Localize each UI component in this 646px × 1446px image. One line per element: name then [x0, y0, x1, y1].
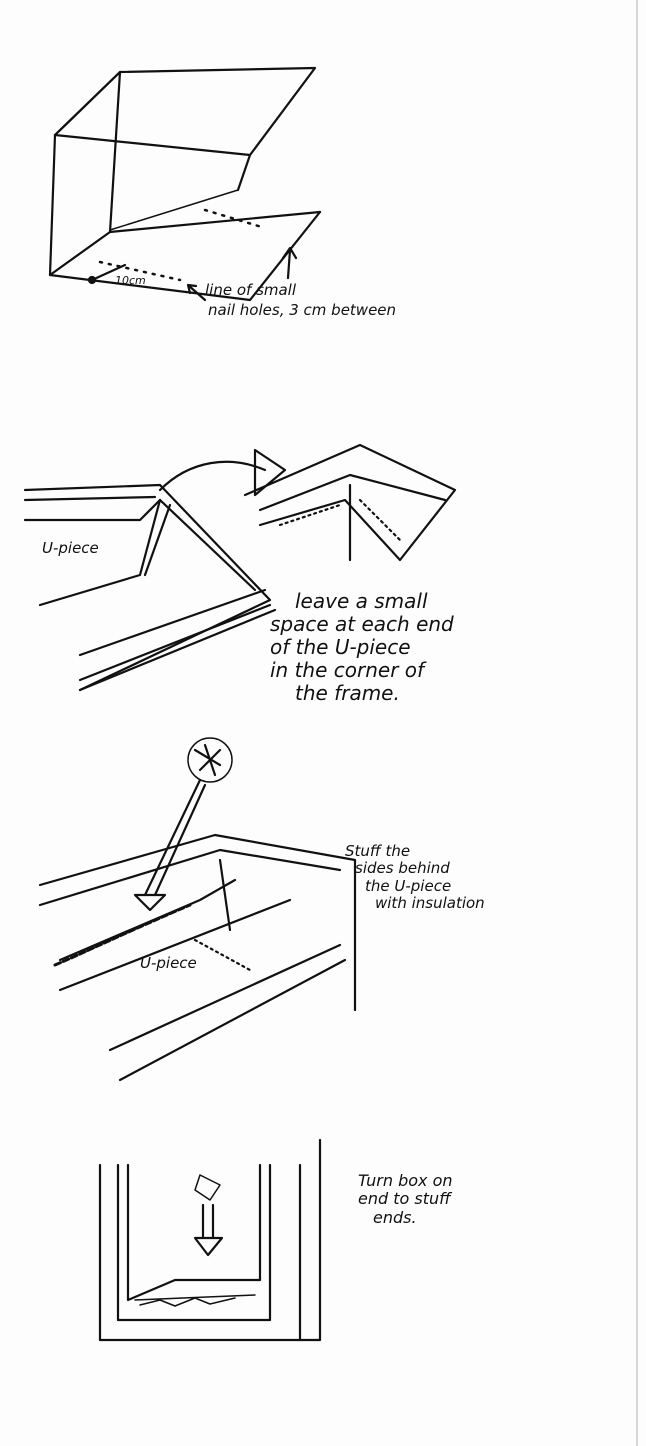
note-line: end to stuff	[358, 1189, 451, 1209]
measure-label: 10cm	[115, 274, 146, 287]
note-line: leave a small	[295, 589, 428, 613]
u-piece-label: U-piece	[42, 539, 99, 557]
nail-holes-note-line2: nail holes, 3 cm between	[208, 301, 397, 319]
space-note: leave a small space at each end of the U…	[270, 590, 454, 705]
pointer-arrow	[281, 246, 298, 280]
box-end-drawing	[98, 1138, 322, 1342]
nail-holes-note-line1: line of small	[205, 281, 297, 299]
note-line: Turn box on	[358, 1171, 453, 1190]
u-piece-label-2: U-piece	[140, 954, 197, 972]
u-sheet-drawing	[48, 66, 322, 302]
frame-corner-drawing	[23, 443, 457, 692]
page-edge	[636, 0, 638, 1446]
note-line: in the corner of	[270, 658, 425, 682]
note-line: space at each end	[270, 612, 454, 636]
insulation-piece	[194, 1174, 221, 1201]
note-line: sides behind	[355, 859, 450, 878]
turn-box-note: Turn box on end to stuff ends.	[358, 1171, 453, 1227]
insulation-wad	[187, 737, 233, 783]
down-arrow	[193, 1203, 224, 1257]
measure-arrow	[90, 263, 127, 282]
note-line: the U-piece	[365, 876, 452, 895]
note-line: of the U-piece	[270, 635, 411, 659]
note-line: Stuff the	[345, 842, 411, 860]
note-line: the frame.	[295, 681, 400, 705]
note-line: ends.	[373, 1207, 417, 1227]
note-line: with insulation	[375, 893, 485, 912]
stuff-sides-note: Stuff the sides behind the U-piece with …	[345, 842, 485, 912]
stuffing-drawing	[38, 737, 357, 1082]
